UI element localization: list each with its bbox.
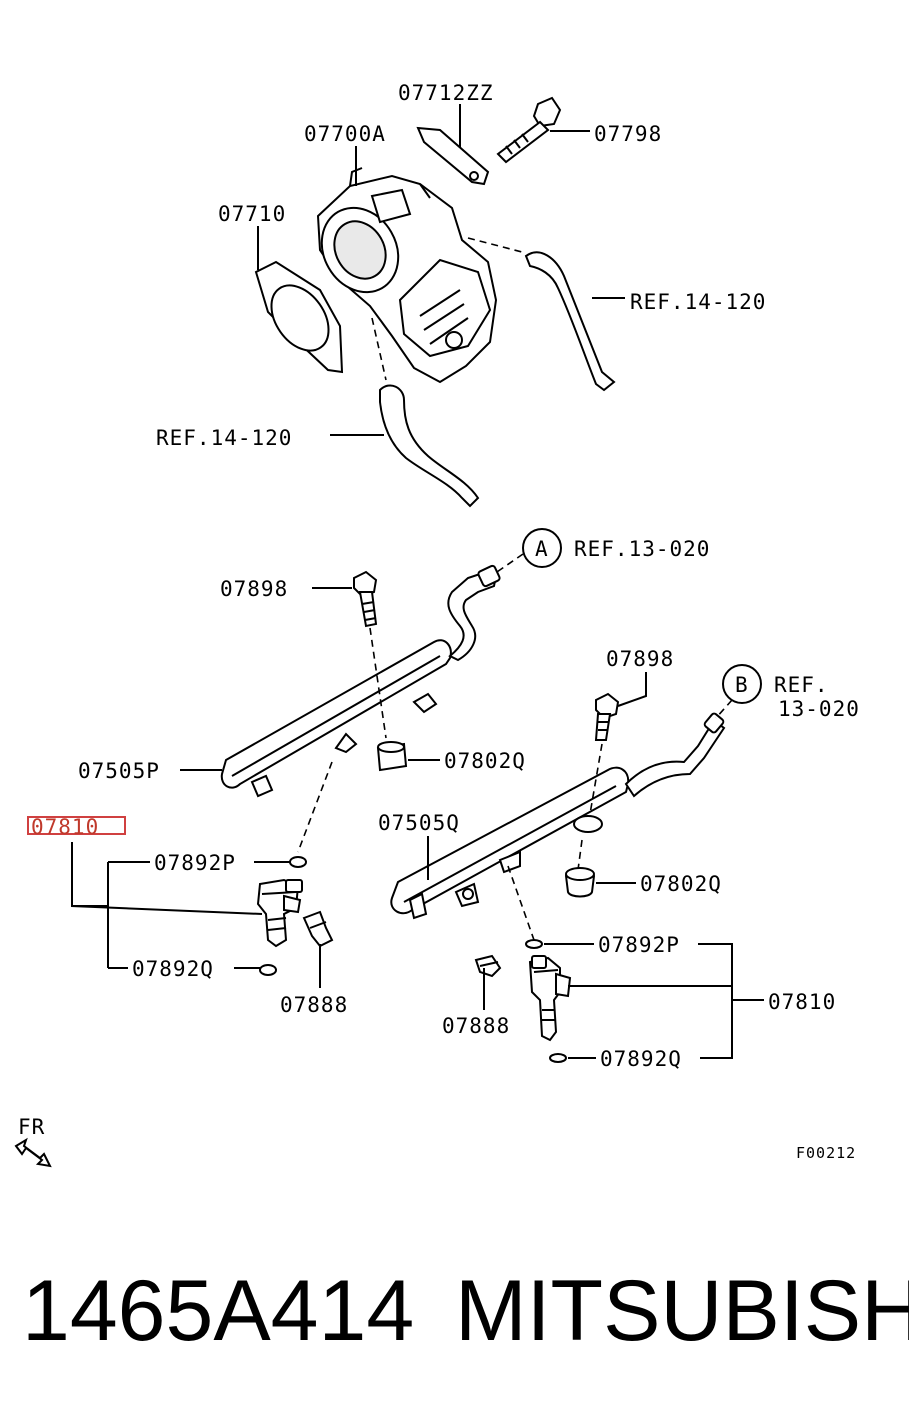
brand-name: MITSUBISHI [455,1263,909,1359]
label-ref-b-line2: 13-020 [778,697,860,721]
label-ref-a: REF.13-020 [574,537,710,561]
label-bolt-top: 07798 [594,122,662,146]
throttle-body-group [254,96,616,508]
circle-b-marker [722,664,762,704]
hose-right-part [524,251,616,392]
circle-a-letter: A [535,537,549,561]
front-arrow-icon [14,1137,52,1168]
label-oring-top-right: 07892P [598,933,680,957]
bracket-part [416,126,490,186]
oring-bot-right-part [549,1053,567,1063]
label-clip-right: 07888 [442,1014,510,1038]
hose-left-part [379,384,480,508]
oring-top-right-part [525,939,543,949]
oring-bot-left-part [259,964,277,976]
label-oring-bot-left: 07892Q [132,957,214,981]
label-ref-b-line1: REF. [774,673,829,697]
bolt-rail-left-part [353,570,378,628]
leader-lines-top [257,104,625,436]
label-ref-hose-left: REF.14-120 [156,426,292,450]
label-clip-left: 07888 [280,993,348,1017]
throttle-body-part [316,167,498,384]
circle-a-marker [522,528,562,568]
oring-top-left-part [289,856,307,868]
clip-right-part [474,954,502,978]
injector-right-part [528,955,572,1042]
label-rail-left: 07505P [78,759,160,783]
label-ref-hose-right: REF.14-120 [630,290,766,314]
fuel-rail-right-part [390,712,726,920]
bolt-rail-right-part [594,692,620,741]
label-bolt-rail-left: 07898 [220,577,288,601]
label-bolt-rail-right: 07898 [606,647,674,671]
part-labels: 07712ZZ 07700A 07798 07710 REF.14-120 RE… [18,81,860,1162]
label-throttle-body: 07700A [304,122,386,146]
label-rail-right: 07505Q [378,811,460,835]
highlight-box [27,816,126,835]
fuel-rail-left-part [220,564,501,798]
circle-b-letter: B [735,673,749,697]
label-front: FR [18,1115,45,1139]
leader-lines-lower [71,528,764,1059]
label-injector-left[interactable]: 07810 [31,815,99,839]
label-oring-bot-right: 07892Q [600,1047,682,1071]
label-bracket: 07712ZZ [398,81,494,105]
label-figure-code: F00212 [796,1144,856,1162]
injector-left-part [256,878,303,948]
label-insulator-right: 07802Q [640,872,722,896]
insulator-left-part [376,741,408,772]
label-insulator-left: 07802Q [444,749,526,773]
clip-left-part [302,910,334,948]
gasket-part [254,260,344,374]
insulator-right-part [564,867,596,898]
label-gasket: 07710 [218,202,286,226]
bolt-top-part [496,96,562,164]
label-injector-right: 07810 [768,990,836,1014]
part-number: 1465A414 [22,1263,415,1359]
label-oring-top-left: 07892P [154,851,236,875]
